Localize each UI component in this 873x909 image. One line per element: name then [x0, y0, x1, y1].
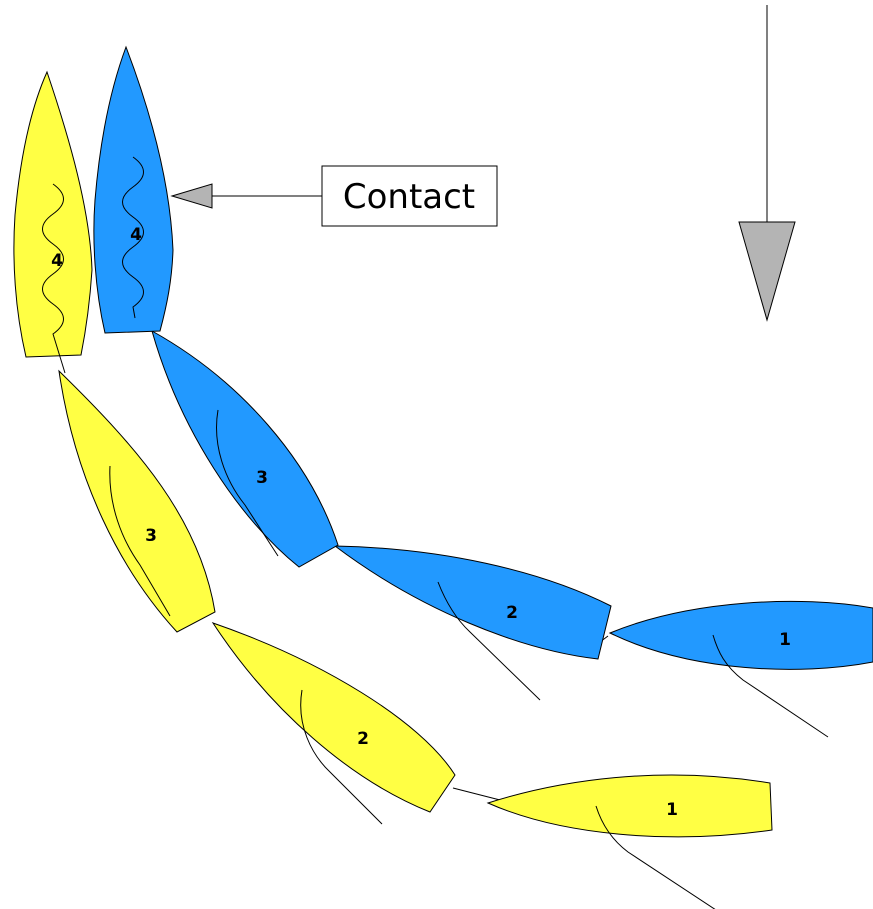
yellow-boat-2: 2: [211, 622, 456, 825]
blue-boat-3-label: 3: [256, 468, 268, 488]
contact-callout: Contact: [170, 165, 498, 227]
blue-boat-1-label: 1: [779, 630, 791, 650]
contact-label-box: [321, 165, 498, 227]
blue-boat-4: 4: [93, 45, 174, 334]
yellow-boat-4: 4: [13, 70, 93, 374]
blue-boat-4-label: 4: [130, 225, 142, 245]
blue-boat-2: 2: [333, 545, 612, 701]
yellow-boat-1: 1: [486, 774, 773, 909]
blue-boat-3: 3: [151, 329, 339, 568]
contact-arrowhead-icon: [170, 183, 213, 209]
yellow-track-segment: [452, 787, 501, 801]
yellow-boat-2-label: 2: [357, 729, 369, 749]
blue-boat-2-label: 2: [506, 603, 518, 623]
contact-label: Contact: [343, 177, 475, 217]
yellow-boat-4-label: 4: [51, 251, 63, 271]
blue-boat-1: 1: [608, 600, 873, 738]
wind-arrow-icon: [738, 5, 796, 322]
yellow-boat-1-label: 1: [666, 800, 678, 820]
yellow-boat-3: 3: [58, 369, 216, 633]
yellow-boat-3-label: 3: [145, 526, 157, 546]
